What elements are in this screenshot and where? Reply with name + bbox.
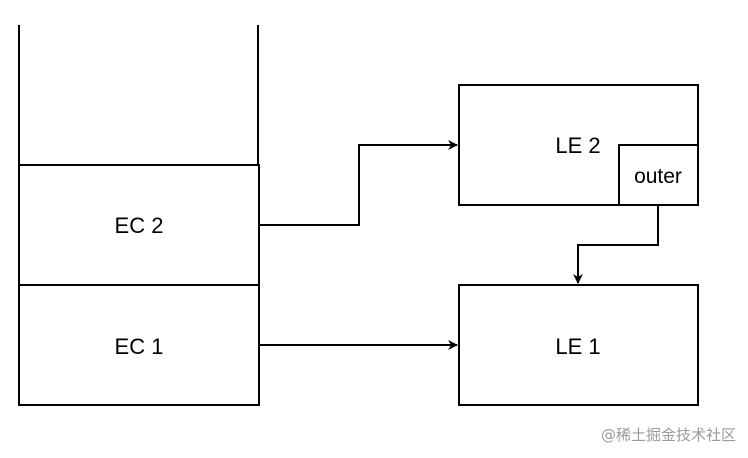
le2-label: LE 2	[555, 133, 600, 158]
lexical-environment-le1: LE 1	[458, 284, 699, 406]
le1-label: LE 1	[555, 334, 600, 359]
stack-frame-ec2-label: EC 2	[115, 213, 164, 238]
watermark: @稀土掘金技术社区	[601, 426, 736, 444]
lexical-environment-le2: LE 2 outer	[458, 84, 699, 206]
stack-frame-ec1-label: EC 1	[115, 334, 164, 359]
ec2-to-le2-arrow	[259, 140, 458, 226]
outer-to-le1-arrow	[573, 205, 659, 284]
stack-frame-ec1	[18, 284, 260, 406]
call-stack: EC 2 EC 1	[18, 25, 260, 406]
le1-box	[458, 284, 699, 406]
stack-frame-ec2	[18, 164, 260, 286]
le2-outer-slot	[618, 144, 699, 206]
le2-outer-label: outer	[634, 165, 682, 188]
